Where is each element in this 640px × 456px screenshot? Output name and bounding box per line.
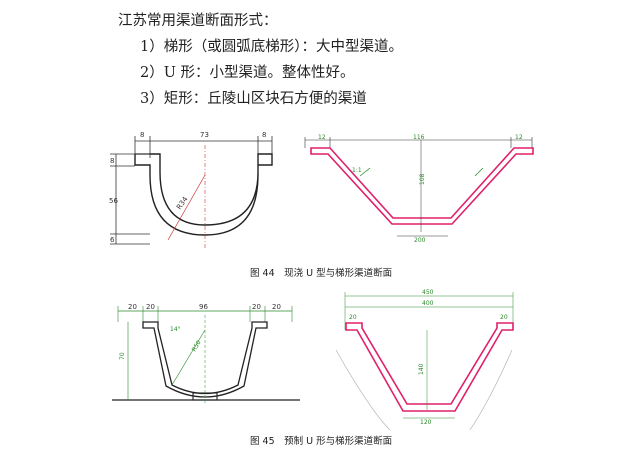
dim-label: 14° [170, 326, 181, 333]
dim-label: 96 [199, 303, 208, 311]
dim-label: 20 [146, 303, 155, 311]
figure-caption: 图 45 预制 U 形与梯形渠道断面 [250, 436, 393, 447]
fig44-u-section [110, 136, 273, 250]
dim-label: 12 [318, 134, 326, 141]
dim-label: 70 [119, 352, 126, 360]
dim-label: 20 [128, 303, 137, 311]
list-item: 1）梯形（或圆弧底梯形）：大中型渠道。 [140, 39, 403, 55]
dim-label: 200 [414, 237, 426, 244]
fig44-trapezoid-section [304, 137, 534, 237]
dim-label: 450 [422, 289, 434, 296]
heading: 江苏常用渠道断面形式： [118, 13, 278, 29]
dim-label: 8 [140, 131, 144, 139]
fig45-trapezoid-section [335, 292, 514, 431]
dim-label: 56 [109, 197, 118, 205]
dim-label: 400 [422, 300, 434, 307]
dim-label: 1:1 [352, 167, 362, 174]
dim-label: 20 [500, 314, 508, 321]
dim-label: 20 [349, 314, 357, 321]
dim-label: 116 [413, 134, 425, 141]
dim-label: 20 [272, 303, 281, 311]
fig45-u-section [112, 306, 300, 405]
list-item: 3）矩形：丘陵山区块石方便的渠道 [140, 91, 367, 107]
body-text: 江苏常用渠道断面形式： 1）梯形（或圆弧底梯形）：大中型渠道。 2）U 形：小型… [118, 8, 403, 112]
dim-label: 6 [110, 236, 115, 244]
dim-label: 73 [200, 131, 209, 139]
list-item: 2）U 形：小型渠道。整体性好。 [140, 65, 355, 81]
dim-label: 140 [418, 363, 425, 375]
dim-label: 20 [252, 303, 261, 311]
dim-label: 12 [515, 134, 523, 141]
dim-label: 120 [420, 419, 432, 426]
dim-label: R50 [191, 339, 203, 353]
dim-label: 108 [419, 173, 426, 185]
dim-label: 8 [262, 131, 266, 139]
figure-caption: 图 44 现浇 U 型与梯形渠道断面 [250, 268, 393, 279]
dim-label: 8 [110, 157, 114, 165]
dim-label: R34 [175, 195, 190, 211]
